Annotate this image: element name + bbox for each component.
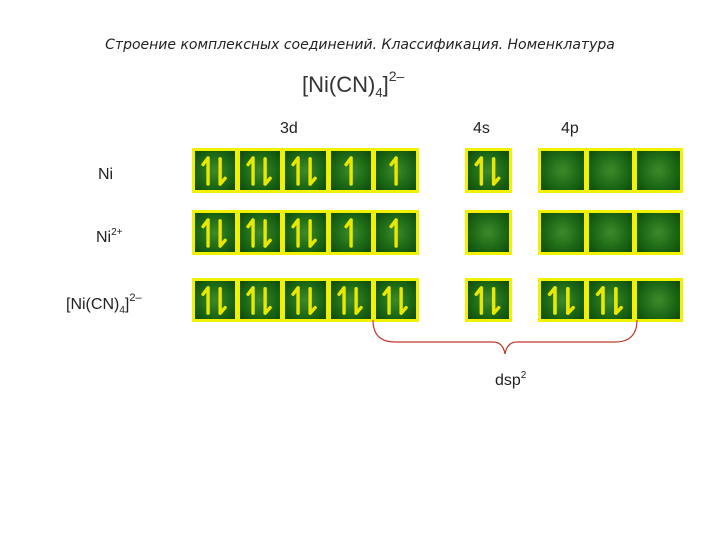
orbital-p-row3-cell3 [634, 278, 683, 322]
row-label-complex: [Ni(CN)4]2– [66, 292, 142, 316]
formula-charge: 2– [388, 68, 405, 84]
orbital-p-row3-cell2 [586, 278, 635, 322]
orbital-p-row1-cell2 [586, 148, 635, 193]
hybridization-sup: 2 [520, 370, 527, 381]
row-label-ni2plus-charge: 2+ [111, 227, 123, 238]
unpaired-electron-arrow [331, 213, 371, 252]
complex-formula: [Ni(CN)4]2– [302, 68, 404, 100]
orbital-d-row3-cell5 [372, 278, 419, 322]
sublevel-4s-label: 4s [473, 120, 490, 137]
electron-pair-arrows [331, 281, 371, 319]
orbital-p-row1-cell1 [538, 148, 587, 193]
sublevel-4p-label: 4p [561, 120, 579, 137]
orbital-d-row1-cell5 [372, 148, 419, 193]
orbital-d-row1-cell3 [282, 148, 329, 193]
row-label-ni-text: Ni [98, 166, 114, 183]
orbital-d-row2-cell1 [192, 210, 239, 255]
hybridization-text: dsp [495, 372, 521, 389]
row-label-complex-charge: 2– [129, 292, 142, 304]
row-label-ni2plus: Ni2+ [96, 227, 123, 247]
orbital-s-row3-cell1 [465, 278, 512, 322]
orbital-p-row2-cell3 [634, 210, 683, 255]
formula-base: [Ni(CN) [302, 72, 376, 97]
unpaired-electron-arrow [331, 151, 371, 190]
orbital-p-row2-cell1 [538, 210, 587, 255]
electron-pair-arrows [285, 151, 325, 190]
orbital-d-row2-cell2 [237, 210, 284, 255]
orbital-s-row2-cell1 [465, 210, 512, 255]
orbital-d-row2-cell5 [372, 210, 419, 255]
row-label-complex-subscript: 4 [119, 305, 125, 316]
electron-pair-arrows [589, 281, 632, 319]
orbital-d-row2-cell3 [282, 210, 329, 255]
orbital-s-row1-cell1 [465, 148, 512, 193]
orbital-d-row1-cell4 [327, 148, 374, 193]
electron-pair-arrows [195, 281, 235, 319]
slide-title: Строение комплексных соединений. Классиф… [105, 37, 615, 53]
electron-pair-arrows [240, 151, 280, 190]
electron-pair-arrows [285, 213, 325, 252]
unpaired-electron-arrow [376, 151, 416, 190]
electron-pair-arrows [285, 281, 325, 319]
electron-pair-arrows [541, 281, 584, 319]
orbital-d-row2-cell4 [327, 210, 374, 255]
orbital-d-row3-cell3 [282, 278, 329, 322]
electron-pair-arrows [468, 281, 509, 319]
row-label-ni2plus-text: Ni [96, 229, 112, 246]
formula-close: ] [382, 72, 389, 97]
orbital-d-row3-cell4 [327, 278, 374, 322]
orbital-p-row1-cell3 [634, 148, 683, 193]
electron-pair-arrows [240, 213, 280, 252]
orbital-p-row3-cell1 [538, 278, 587, 322]
row-label-ni: Ni [98, 166, 113, 184]
sublevel-3d-label: 3d [280, 120, 298, 137]
orbital-d-row1-cell2 [237, 148, 284, 193]
formula-subscript: 4 [375, 85, 383, 100]
orbital-p-row2-cell2 [586, 210, 635, 255]
row-label-complex-text: [Ni(CN) [66, 296, 120, 313]
row-label-complex-close: ] [124, 296, 130, 313]
orbital-d-row3-cell2 [237, 278, 284, 322]
orbital-d-row1-cell1 [192, 148, 239, 193]
electron-pair-arrows [468, 151, 509, 190]
electron-pair-arrows [240, 281, 280, 319]
unpaired-electron-arrow [376, 213, 416, 252]
hybridization-brace [372, 319, 638, 355]
hybridization-label: dsp2 [495, 370, 526, 390]
electron-pair-arrows [376, 281, 416, 319]
electron-pair-arrows [195, 151, 235, 190]
orbital-d-row3-cell1 [192, 278, 239, 322]
electron-pair-arrows [195, 213, 235, 252]
